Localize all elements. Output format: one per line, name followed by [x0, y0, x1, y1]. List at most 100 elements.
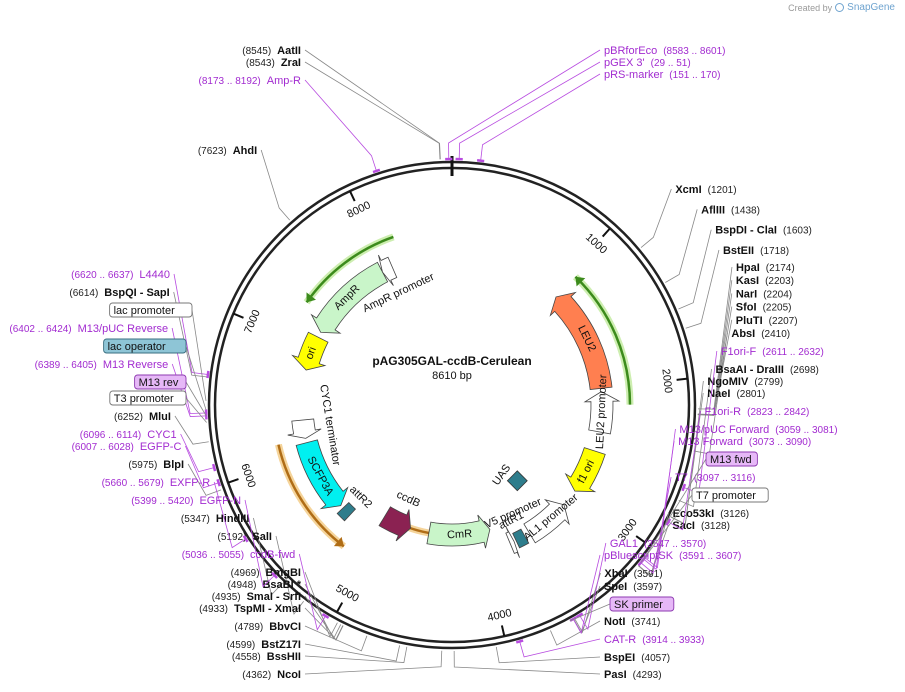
feature-cmr[interactable]	[426, 514, 491, 549]
primer-prs-marker[interactable]: pRS-marker(151 .. 170)	[604, 69, 720, 81]
site-mlui[interactable]: MluI(6252)	[114, 411, 171, 423]
site-naei[interactable]: NaeI(2801)	[707, 388, 765, 400]
site-bsteii[interactable]: BstEII(1718)	[723, 245, 789, 257]
boxed-feature-t7-promoter[interactable]: T7 promoter	[640, 487, 769, 563]
primer-mark	[476, 159, 485, 163]
feature-ampr[interactable]	[310, 261, 389, 334]
site-name: ZraI	[281, 57, 301, 69]
boxed-feature-leader	[185, 397, 207, 423]
site-bsabi[interactable]: BsaBI *(4948)	[228, 579, 302, 591]
site-xbai[interactable]: XbaI(3591)	[604, 568, 662, 580]
primer-range: (151 .. 170)	[669, 70, 720, 81]
primer-name: CAT-R	[604, 634, 636, 646]
boxed-feature-m13-rev[interactable]: M13 rev	[134, 374, 207, 417]
feature-scfp3a[interactable]	[295, 439, 349, 510]
site-bbvci[interactable]: BbvCI(4789)	[234, 621, 301, 633]
primer-cyc1[interactable]: CYC1(6096 .. 6114)	[80, 429, 177, 441]
primer-t7[interactable]: T7(3097 .. 3116)	[675, 472, 755, 484]
primer-m13-reverse[interactable]: M13 Reverse(6389 .. 6405)	[35, 359, 169, 371]
site-absi[interactable]: AbsI(2410)	[731, 328, 790, 340]
boxed-feature-lac-promoter[interactable]: lac promoter	[109, 302, 207, 402]
site-aatii[interactable]: AatII(8545)	[242, 45, 301, 57]
primer-m13-puc-reverse[interactable]: M13/pUC Reverse(6402 .. 6424)	[9, 323, 168, 335]
site-ngomiv[interactable]: NgoMIV(2799)	[707, 376, 783, 388]
boxed-feature-label: M13 fwd	[710, 454, 752, 466]
site-eco53ki[interactable]: Eco53kI(3126)	[673, 508, 750, 520]
primer-f1ori-r[interactable]: F1ori-R(2823 .. 2842)	[704, 406, 809, 418]
site-bsshii[interactable]: BssHII(4558)	[232, 651, 301, 663]
site-bspqi-sapi[interactable]: BspQI - SapI(6614)	[69, 287, 169, 299]
boxed-feature-lac-operator[interactable]: lac operator	[103, 338, 207, 411]
site-leader	[304, 646, 408, 663]
site-position: (3741)	[631, 617, 660, 628]
primer-cat-r[interactable]: CAT-R(3914 .. 3933)	[604, 634, 704, 646]
feature-attr2[interactable]	[336, 501, 356, 522]
site-bspei[interactable]: BspEI(4057)	[604, 652, 670, 664]
feature-lac-uv5-promoter[interactable]	[505, 526, 520, 558]
feature-ampr-promoter[interactable]	[378, 254, 398, 286]
site-noti[interactable]: NotI(3741)	[604, 616, 660, 628]
site-leader	[260, 149, 291, 221]
site-bsaai-draiii[interactable]: BsaAI - DraIII(2698)	[716, 364, 819, 376]
primer-gal1[interactable]: GAL1(3547 .. 3570)	[610, 538, 706, 550]
site-afliii[interactable]: AflIII(1438)	[701, 204, 760, 216]
primer-m13-forward[interactable]: M13 Forward(3073 .. 3090)	[678, 436, 811, 448]
primer-egfp-c[interactable]: EGFP-C(6007 .. 6028)	[72, 441, 182, 453]
primer-pgex-3[interactable]: pGEX 3'(29 .. 51)	[604, 57, 691, 69]
site-saci[interactable]: SacI(3128)	[672, 520, 730, 532]
boxed-feature-label: SK primer	[614, 599, 663, 611]
boxed-feature-t3-promoter[interactable]: T3 promoter	[109, 390, 207, 423]
site-pasi[interactable]: PasI(4293)	[604, 669, 662, 681]
primer-pbrforeco[interactable]: pBRforEco(8583 .. 8601)	[604, 45, 725, 57]
feature-attr1[interactable]	[512, 528, 530, 549]
primer-egfp-n[interactable]: EGFP-N(5399 .. 5420)	[131, 495, 241, 507]
feature-leu2[interactable]	[549, 291, 613, 391]
site-kasi[interactable]: KasI(2203)	[736, 275, 794, 287]
feature-ccdb[interactable]	[378, 506, 411, 542]
feature-gal1-promoter[interactable]	[523, 499, 570, 544]
site-pluti[interactable]: PluTI(2207)	[736, 315, 798, 327]
site-smai-srfi[interactable]: SmaI - SrfI(4935)	[212, 591, 301, 603]
primer-ccdb-fwd[interactable]: ccdB-fwd(5036 .. 5055)	[182, 549, 296, 561]
feature-ori[interactable]	[291, 331, 329, 371]
primer-m13-puc-forward[interactable]: M13/pUC Forward(3059 .. 3081)	[679, 424, 837, 436]
feature-f1-ori[interactable]	[564, 447, 606, 493]
site-blpi[interactable]: BlpI(5975)	[128, 459, 184, 471]
site-spei[interactable]: SpeI(3597)	[604, 581, 662, 593]
feature-cyc1-terminator[interactable]	[287, 418, 322, 439]
site-position: (3128)	[701, 521, 730, 532]
site-leader	[665, 209, 698, 283]
site-xcmi[interactable]: XcmI(1201)	[675, 184, 736, 196]
feature-label-ori: ori	[303, 345, 318, 361]
site-bmgbi[interactable]: BmgBI(4969)	[231, 567, 301, 579]
boxed-feature-sk-primer[interactable]: SK primer	[569, 596, 675, 622]
site-sali[interactable]: SalI(5192)	[218, 531, 272, 543]
site-bstz17i[interactable]: BstZ17I(4599)	[226, 639, 301, 651]
site-zrai[interactable]: ZraI(8543)	[246, 57, 301, 69]
site-sfoi[interactable]: SfoI(2205)	[736, 302, 792, 314]
primer-pbluescriptsk[interactable]: pBluescriptSK(3591 .. 3607)	[604, 550, 741, 562]
primer-exfp-r[interactable]: EXFP-R(5660 .. 5679)	[102, 477, 211, 489]
primer-l4440[interactable]: L4440(6620 .. 6637)	[71, 269, 170, 281]
site-leader	[275, 535, 304, 615]
primer-leader	[448, 49, 601, 160]
primer-range: (2611 .. 2632)	[762, 347, 824, 358]
site-tspmi-xmai[interactable]: TspMI - XmaI(4933)	[199, 603, 301, 615]
primer-leader	[668, 410, 701, 531]
primer-amp-r[interactable]: Amp-R(8173 .. 8192)	[199, 75, 302, 87]
primer-range: (5399 .. 5420)	[131, 496, 193, 507]
site-leader	[640, 188, 672, 248]
site-nari[interactable]: NarI(2204)	[736, 288, 792, 300]
site-ncoi[interactable]: NcoI(4362)	[242, 669, 301, 681]
site-name: KasI	[736, 275, 759, 287]
site-hpai[interactable]: HpaI(2174)	[736, 262, 795, 274]
feature-uas[interactable]	[506, 470, 528, 492]
primer-range: (29 .. 51)	[651, 58, 691, 69]
feature-leu2-promoter[interactable]	[583, 391, 621, 435]
site-bspdi-clai[interactable]: BspDI - ClaI(1603)	[715, 225, 812, 237]
primer-f1ori-f[interactable]: F1ori-F(2611 .. 2632)	[721, 346, 824, 358]
boxed-feature-m13-fwd[interactable]: M13 fwd	[643, 451, 758, 560]
site-name: Eco53kI	[673, 508, 715, 520]
site-ahdi[interactable]: AhdI(7623)	[198, 145, 257, 157]
site-hindiii[interactable]: HindIII(5347)	[181, 513, 250, 525]
